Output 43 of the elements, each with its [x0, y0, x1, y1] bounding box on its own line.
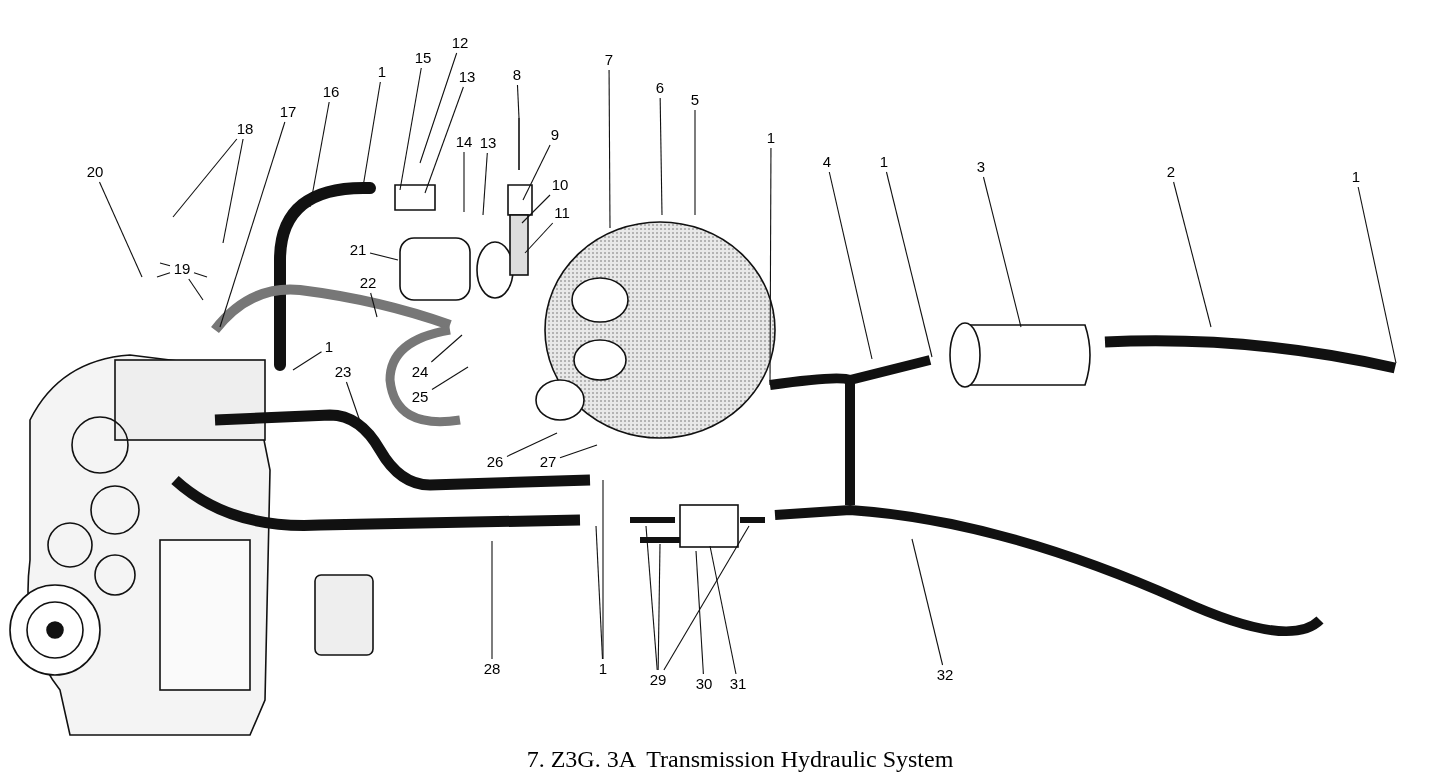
- leader-line: [219, 121, 286, 328]
- leader-line: [828, 171, 873, 360]
- leader-line: [645, 525, 658, 671]
- leader-line: [694, 109, 696, 216]
- leader-line: [602, 479, 604, 660]
- leader-line: [463, 151, 465, 213]
- leader-line: [911, 538, 944, 666]
- leader-line: [1357, 186, 1397, 364]
- leader-line: [559, 444, 598, 459]
- leader-line: [399, 67, 422, 191]
- leader-line: [516, 84, 520, 119]
- leader-line: [482, 152, 488, 216]
- leader-line: [159, 262, 171, 267]
- leader-line: [608, 69, 611, 229]
- leader-line: [193, 272, 208, 278]
- leader-line: [369, 252, 399, 261]
- leader-line: [309, 101, 330, 208]
- leader-line: [659, 97, 663, 216]
- leader-line: [430, 334, 463, 363]
- leader-line: [491, 540, 493, 660]
- leader-line: [172, 138, 238, 218]
- leader-line: [1173, 181, 1212, 328]
- leader-line: [522, 144, 551, 201]
- leader-line: [663, 525, 750, 671]
- leader-line: [709, 545, 737, 675]
- leader-line: [98, 181, 143, 278]
- leader-line: [695, 550, 704, 675]
- leader-line: [222, 138, 244, 244]
- leader-line: [506, 432, 558, 457]
- leader-line: [188, 278, 204, 301]
- leader-line: [769, 147, 772, 386]
- leader-line: [156, 272, 171, 278]
- leader-line: [431, 366, 469, 391]
- leader-line: [657, 543, 661, 671]
- leader-line: [370, 292, 378, 318]
- leader-line: [424, 86, 464, 194]
- leader-line: [419, 52, 458, 164]
- leader-line: [982, 176, 1022, 328]
- leader-line: [292, 351, 323, 371]
- diagram-title: 7. Z3G. 3A Transmission Hydraulic System: [525, 745, 955, 774]
- leader-line: [521, 194, 551, 224]
- leader-line: [524, 222, 554, 254]
- leader-line: [885, 171, 933, 358]
